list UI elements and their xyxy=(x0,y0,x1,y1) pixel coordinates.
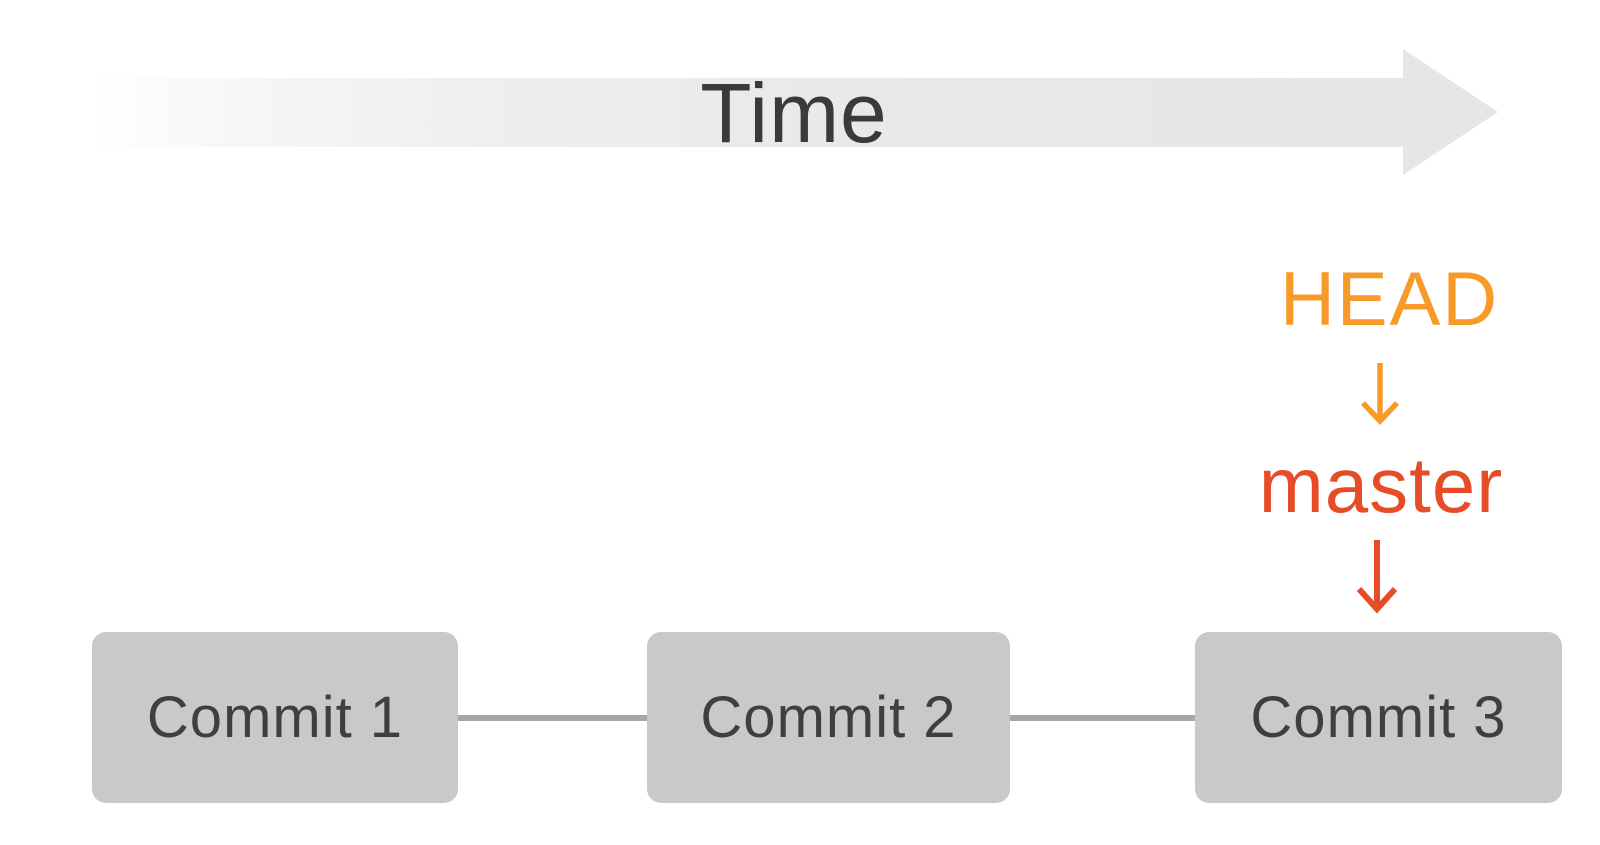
time-arrow-shaft xyxy=(90,78,1403,147)
branch-pointer-label: master xyxy=(1258,441,1504,529)
commit-box-1: Commit 1 xyxy=(92,632,458,803)
time-arrowhead-icon xyxy=(1403,49,1498,175)
commit-connector xyxy=(458,715,647,721)
commit-label: Commit 3 xyxy=(1250,685,1507,750)
commit-label: Commit 2 xyxy=(700,685,957,750)
branch-down-arrow-icon xyxy=(1354,537,1400,615)
head-pointer-label: HEAD xyxy=(1280,257,1500,342)
commit-box-2: Commit 2 xyxy=(647,632,1010,803)
head-down-arrow-icon xyxy=(1358,360,1402,426)
commit-box-3: Commit 3 xyxy=(1195,632,1562,803)
time-axis-label: Time xyxy=(700,65,888,160)
commit-connector xyxy=(1010,715,1195,721)
commit-label: Commit 1 xyxy=(146,685,404,750)
